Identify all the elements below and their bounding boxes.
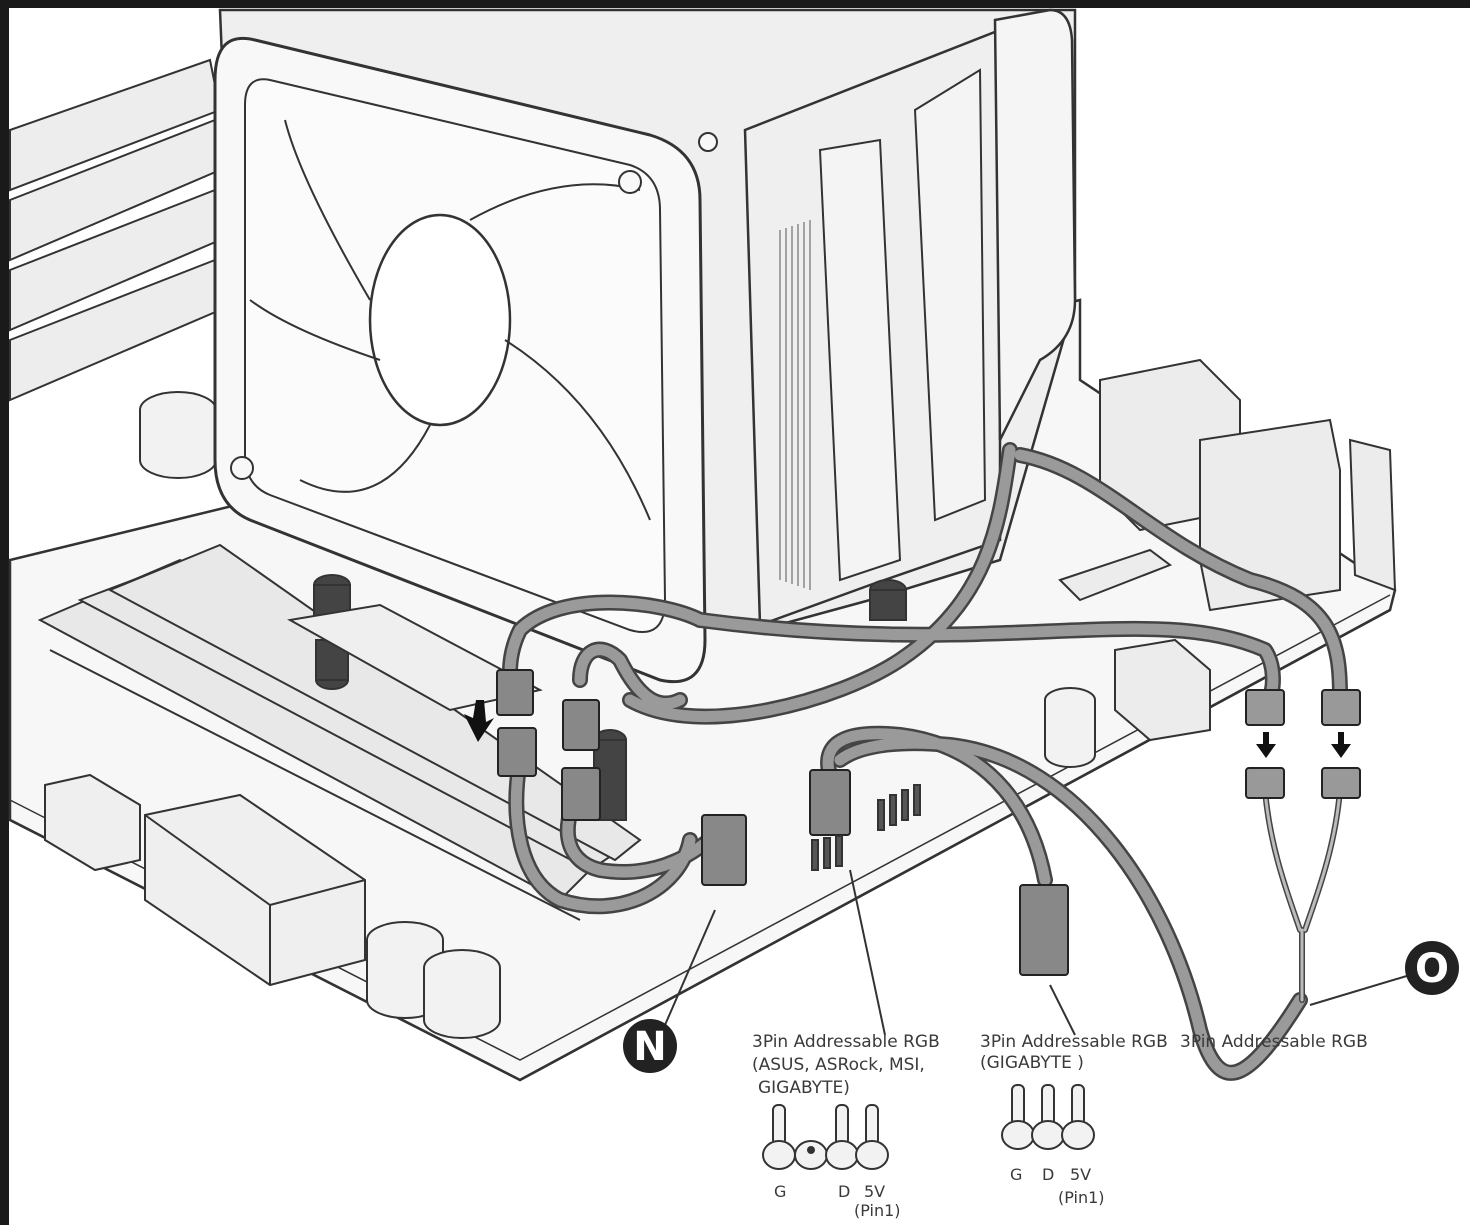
callout-gigabyte-label-sub-1: (GIGABYTE )	[980, 1053, 1084, 1073]
rear-fan	[993, 8, 1077, 441]
atx-24pin-connector	[144, 793, 366, 987]
callout-n-label-sub-1: (ASUS, ASRock, MSI,	[752, 1055, 925, 1075]
callout-gigabyte-label-title: 3Pin Addressable RGB	[980, 1032, 1168, 1052]
callout-n-label-sub-2: GIGABYTE)	[758, 1078, 850, 1098]
header-n-pin-g: G	[774, 1182, 787, 1201]
callout-o-label-title: 3Pin Addressable RGB	[1180, 1032, 1368, 1052]
ram-modules-upper	[9, 58, 222, 402]
left-border	[0, 0, 9, 1225]
board-headers	[811, 784, 921, 871]
header-n-pin-5v: 5V	[864, 1182, 886, 1201]
capacitors	[139, 391, 1096, 1039]
top-border	[0, 0, 1470, 8]
connect-arrows	[1256, 732, 1351, 758]
callout-o-badge: O	[1405, 941, 1459, 995]
header-gigabyte-pin-g: G	[1010, 1165, 1023, 1184]
io-ports	[1058, 358, 1397, 742]
rgb-connectors	[496, 669, 1361, 976]
dimm-slots	[37, 543, 642, 921]
rgb-cables	[502, 442, 1348, 1081]
header-n-pin-d: D	[838, 1182, 851, 1201]
cooler-fan	[213, 37, 718, 684]
header-gigabyte-pin-5v: 5V	[1070, 1165, 1092, 1184]
front-panel-header	[44, 773, 141, 872]
header-diagram-n	[762, 1104, 889, 1170]
svg-text:N: N	[633, 1024, 666, 1070]
mounting-bracket	[287, 603, 543, 712]
heatsink-shroud	[818, 68, 987, 582]
leader-lines	[664, 869, 1411, 1036]
header-gigabyte-pin1: (Pin1)	[1058, 1188, 1105, 1207]
header-gigabyte-pin-d: D	[1042, 1165, 1055, 1184]
callout-n-label-title: 3Pin Addressable RGB	[752, 1032, 940, 1052]
header-diagram-gigabyte	[1001, 1084, 1095, 1150]
svg-text:O: O	[1415, 946, 1449, 992]
callout-n-badge: N	[623, 1019, 677, 1073]
down-arrow-icon	[464, 700, 494, 742]
header-n-pin1: (Pin1)	[854, 1201, 901, 1220]
